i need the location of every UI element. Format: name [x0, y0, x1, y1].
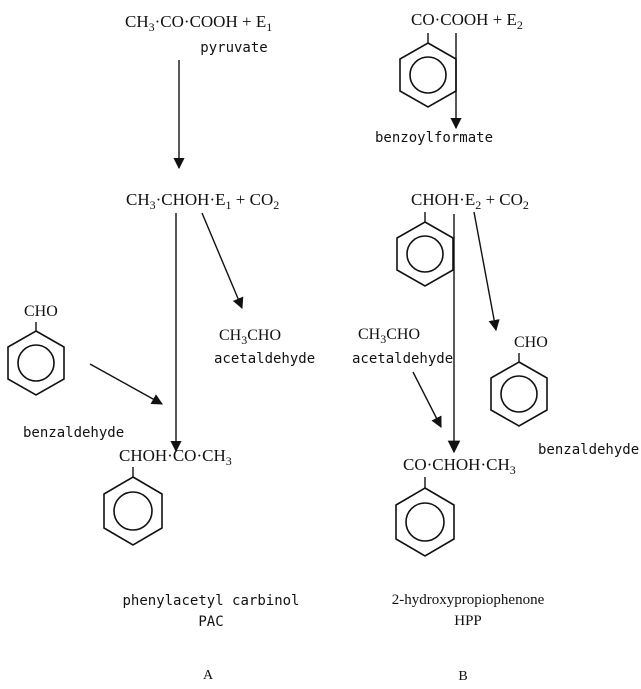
panel-b: CO·COOH + E2 benzoylformate CHOH·E2 + CO… [352, 10, 639, 684]
intermediate-a-formula: CH3·CHOH·E1 + CO2 [126, 190, 279, 212]
pyruvate-label: pyruvate [200, 40, 267, 56]
pac-formula: CHOH·CO·CH3 [119, 446, 232, 468]
panel-b-label: B [458, 669, 467, 684]
benzene-ring-pac [103, 476, 163, 546]
panel-a-label: A [203, 668, 214, 683]
benzaldehyde-b-label: benzaldehyde [538, 442, 639, 458]
hpp-name: 2-hydroxypropiophenone [392, 592, 545, 608]
benzaldehyde-a-label: benzaldehyde [23, 425, 124, 441]
acetaldehyde-b-formula: CH3CHO [358, 326, 420, 346]
panel-a: CH3·CO·COOH + E1 pyruvate CH3·CHOH·E1 + … [7, 12, 315, 683]
benzene-ring-benzaldehyde-a [7, 330, 65, 396]
hpp-formula: CO·CHOH·CH3 [403, 455, 516, 477]
acetaldehyde-a-formula: CH3CHO [219, 327, 281, 347]
benzene-ring-benzaldehyde-b [490, 361, 548, 427]
acetaldehyde-a-label: acetaldehyde [214, 351, 315, 367]
benzaldehyde-a-formula: CHO [24, 303, 58, 320]
pac-name: phenylacetyl carbinol [122, 593, 299, 609]
benzene-ring-intermediate-b [396, 221, 454, 287]
pyruvate-formula: CH3·CO·COOH + E1 [125, 12, 272, 34]
benzaldehyde-b-formula: CHO [514, 334, 548, 351]
hpp-abbrev: HPP [454, 613, 482, 629]
arrow-intermediate-to-benzaldehyde-b [473, 211, 500, 332]
intermediate-b-formula: CHOH·E2 + CO2 [411, 190, 529, 212]
benzoylformate-formula: CO·COOH + E2 [411, 10, 523, 32]
arrow-benzaldehyde-to-product-a [89, 363, 163, 405]
acetaldehyde-b-label: acetaldehyde [352, 351, 453, 367]
benzoylformate-label: benzoylformate [375, 130, 493, 146]
benzene-ring-benzoylformate [399, 42, 457, 108]
pac-abbrev: PAC [198, 614, 223, 630]
arrow-intermediate-to-acetaldehyde-a [201, 212, 244, 310]
benzene-ring-hpp [395, 487, 455, 557]
arrow-acetaldehyde-to-product-b [412, 371, 442, 428]
